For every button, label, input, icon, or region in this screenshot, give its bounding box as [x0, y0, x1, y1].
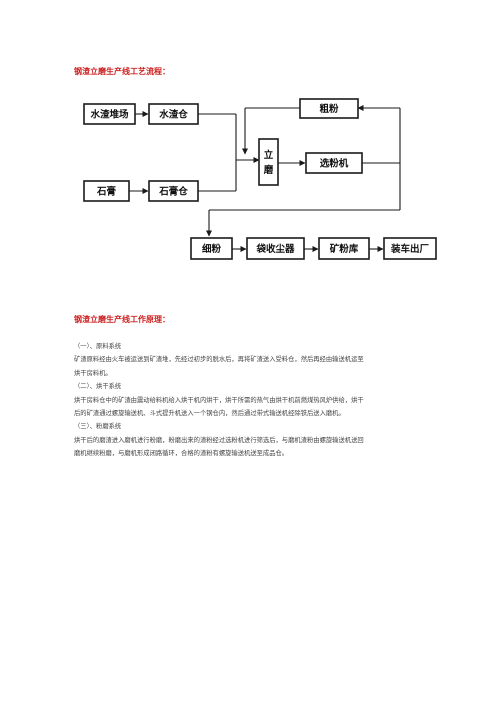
paragraph-line: 后的矿渣通过螺旋输送机、斗式提升机送入一个钢仓内，然后通过带式输送机经除铁后送入…: [74, 409, 345, 417]
paragraph-line: 烘干房料仓中的矿渣由震动给料机给入烘干机内烘干，烘干所需的热气由烘干机前燃煤热风…: [74, 396, 364, 404]
box-coarse-powder-label: 粗粉: [319, 103, 339, 115]
box-gypsum-bin: 石膏仓: [148, 180, 199, 202]
box-fine-powder: 细粉: [190, 237, 233, 260]
box-classifier: 选粉机: [305, 152, 363, 174]
box-loading-out-label: 装车出厂: [390, 243, 430, 255]
paragraph-line: 磨机继续粉磨，与磨机形成闭路循环，合格的渣粉有螺旋输送机送至成品仓。: [74, 450, 289, 458]
box-slag-yard: 水渣堆场: [83, 103, 136, 125]
box-loading-out: 装车出厂: [383, 237, 437, 260]
box-powder-store: 矿粉库: [318, 237, 370, 260]
box-slag-bin: 水渣仓: [148, 103, 199, 125]
box-vertical-mill-char-2: 磨: [263, 164, 274, 176]
box-bag-filter-label: 袋收尘器: [255, 243, 295, 255]
process-flow-heading: 钢渣立磨生产线工艺流程：: [74, 67, 170, 76]
box-bag-filter: 袋收尘器: [246, 237, 305, 260]
box-gypsum-bin-label: 石膏仓: [158, 186, 188, 198]
paragraph-line: 烘干房料机。: [74, 369, 112, 377]
working-principle-body: （一）、原料系统 矿渣原料经由火车被运送到矿渣堆，先经过初步的脱水后，再将矿渣送…: [74, 340, 434, 461]
paragraph-line: 矿渣原料经由火车被运送到矿渣堆，先经过初步的脱水后，再将矿渣送入受料仓，然后再经…: [74, 356, 364, 364]
box-slag-bin-label: 水渣仓: [159, 109, 188, 121]
subsection-heading-raw-material: （一）、原料系统: [74, 343, 122, 350]
box-powder-store-label: 矿粉库: [330, 243, 359, 255]
box-coarse-powder: 粗粉: [299, 98, 359, 119]
subsection-heading-drying: （二）、烘干系统: [74, 383, 122, 391]
flow-connectors: [129, 105, 401, 252]
working-principle-heading: 钢渣立磨生产线工作原理：: [74, 315, 170, 324]
box-slag-yard-label: 水渣堆场: [90, 109, 129, 121]
box-fine-powder-label: 细粉: [202, 243, 222, 255]
box-gypsum-label: 石膏: [96, 186, 117, 198]
box-classifier-label: 选粉机: [320, 158, 349, 170]
paragraph-line: 烘干后的磨渣进入磨机进行粉磨，粉磨出来的渣粉经过选粉机进行筛选后，与磨机渣粉由螺…: [74, 436, 364, 444]
box-vertical-mill-char-1: 立: [264, 149, 274, 161]
box-vertical-mill: 立 磨: [258, 138, 279, 186]
subsection-heading-grinding: （三）、粉磨系统: [74, 423, 122, 431]
box-gypsum: 石膏: [83, 180, 130, 202]
